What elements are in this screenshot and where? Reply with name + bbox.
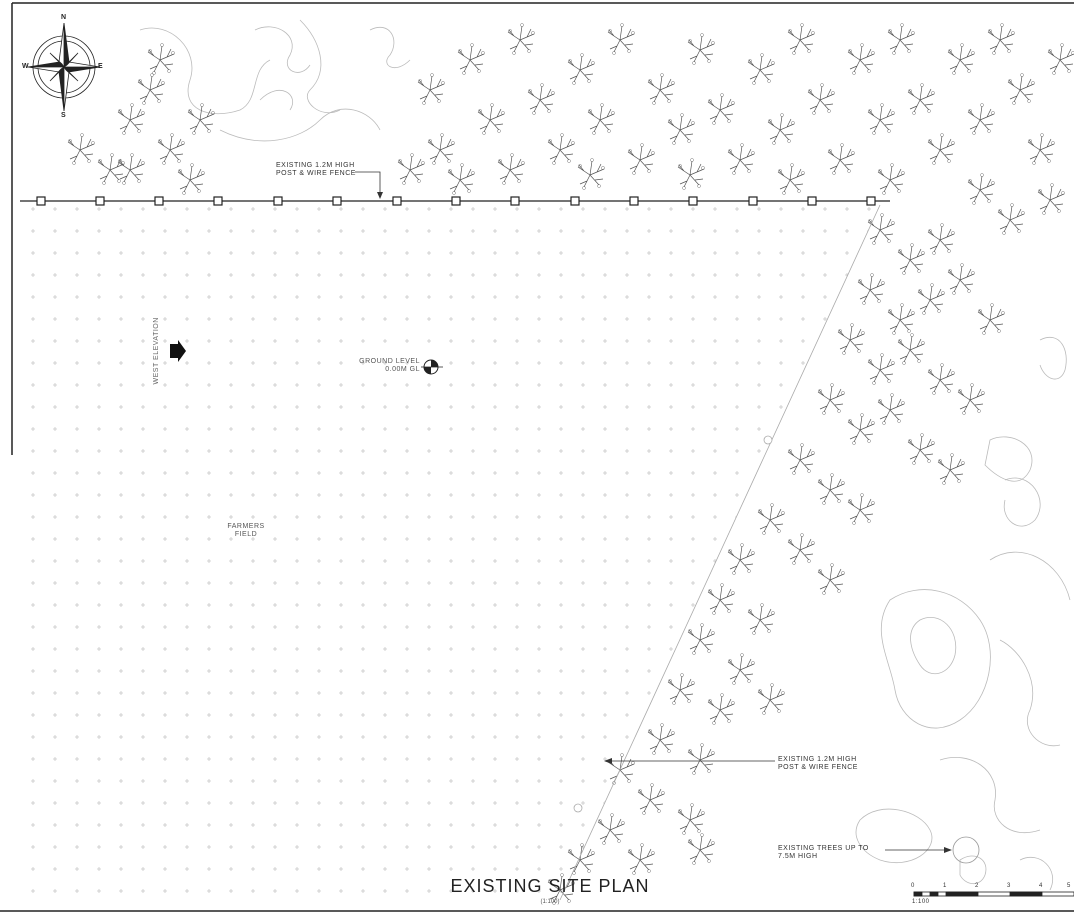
fence-north-label: EXISTING 1.2m HIGH POST & WIRE FENCE [276,162,356,177]
level-datum-icon [421,359,443,375]
drawing-title: EXISTING SITE PLAN [450,876,650,896]
farmers-field-label-line2: FIELD [234,530,258,538]
farmers-field-hatch [14,205,880,900]
fence-north [20,196,890,206]
fence-north-label-line1: EXISTING 1.2m HIGH [276,162,355,169]
fence-diagonal-label-line2: POST & WIRE FENCE [778,763,858,771]
scale-tick-0: 0 [911,883,915,889]
compass-east-label: E [98,63,103,70]
farmers-field-label-line1: FARMERS [227,523,265,530]
farmers-field-label: FARMERS FIELD [226,523,266,538]
compass-north-label: N [61,14,67,21]
fence-diagonal [559,204,881,901]
north-arrow-compass [27,22,101,112]
scale-tick-2: 2 [975,883,979,889]
leader-fence-north [355,171,381,198]
fence-diagonal-label: EXISTING 1.2m HIGH POST & WIRE FENCE [778,756,858,771]
elevation-arrow-icon [170,340,186,362]
tree-symbol [952,836,980,864]
scale-bar-ratio: 1:100 [912,899,930,905]
trees-label: EXISTING TREES UP TO 7.5m HIGH [778,845,869,860]
fence-north-label-line2: POST & WIRE FENCE [276,169,356,177]
scale-tick-4: 4 [1039,883,1043,889]
ground-level-label: GROUND LEVEL 0.00m GL [340,358,420,373]
scale-tick-3: 3 [1007,883,1011,889]
fence-diagonal-label-line1: EXISTING 1.2m HIGH [778,756,857,763]
compass-west-label: W [22,63,29,70]
scale-bar-graphic [913,891,1074,897]
ground-level-label-line2: 0.00m GL [385,365,420,373]
contour-lines-east [855,337,1071,891]
trees-label-line2: 7.5m HIGH [778,852,818,860]
scale-tick-5: 5 [1067,883,1071,889]
compass-south-label: S [61,112,66,119]
ground-level-label-line1: GROUND LEVEL [359,358,420,365]
scale-tick-1: 1 [943,883,947,889]
drawing-scale-note: (1:100) [540,899,560,905]
contour-lines-north [139,19,411,142]
west-elevation-label: WEST ELEVATION [153,317,161,385]
trees-label-line1: EXISTING TREES UP TO [778,845,869,852]
